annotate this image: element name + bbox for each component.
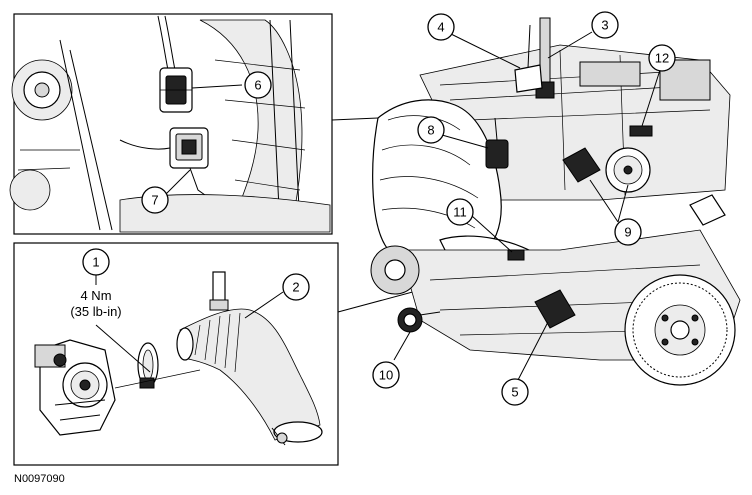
svg-text:2: 2 bbox=[292, 280, 299, 295]
callout-9: 9 bbox=[614, 218, 642, 246]
callout-7: 7 bbox=[141, 186, 169, 214]
torque-spec: 4 Nm (35 lb-in) bbox=[70, 288, 121, 319]
svg-text:4 Nm: 4 Nm bbox=[80, 288, 111, 303]
callout-6: 6 bbox=[244, 71, 272, 99]
svg-text:(35 lb-in): (35 lb-in) bbox=[70, 304, 121, 319]
svg-text:4: 4 bbox=[437, 20, 444, 35]
callout-8: 8 bbox=[417, 116, 445, 144]
callout-1: 1 bbox=[82, 248, 110, 276]
svg-text:11: 11 bbox=[453, 205, 467, 220]
svg-text:9: 9 bbox=[624, 225, 631, 240]
engine-main-view: 3 4 5 8 9 10 11 12 bbox=[331, 11, 741, 406]
callout-11: 11 bbox=[446, 198, 474, 226]
connector-detail-inset: 6 7 bbox=[9, 13, 333, 235]
callout-4: 4 bbox=[427, 13, 455, 41]
callout-12: 12 bbox=[648, 44, 676, 72]
callout-2: 2 bbox=[282, 273, 310, 301]
callout-3: 3 bbox=[591, 11, 619, 39]
svg-text:3: 3 bbox=[601, 18, 608, 33]
svg-text:7: 7 bbox=[151, 193, 158, 208]
callout-10: 10 bbox=[372, 361, 400, 389]
svg-text:8: 8 bbox=[427, 123, 434, 138]
svg-text:12: 12 bbox=[655, 51, 669, 66]
svg-text:10: 10 bbox=[379, 368, 393, 383]
callout-5: 5 bbox=[501, 378, 529, 406]
figure-id: N0097090 bbox=[14, 473, 65, 485]
svg-text:5: 5 bbox=[511, 385, 518, 400]
throttle-body-inset: 4 Nm (35 lb-in) 1 2 bbox=[13, 242, 339, 466]
svg-text:1: 1 bbox=[92, 255, 99, 270]
svg-text:6: 6 bbox=[254, 78, 261, 93]
